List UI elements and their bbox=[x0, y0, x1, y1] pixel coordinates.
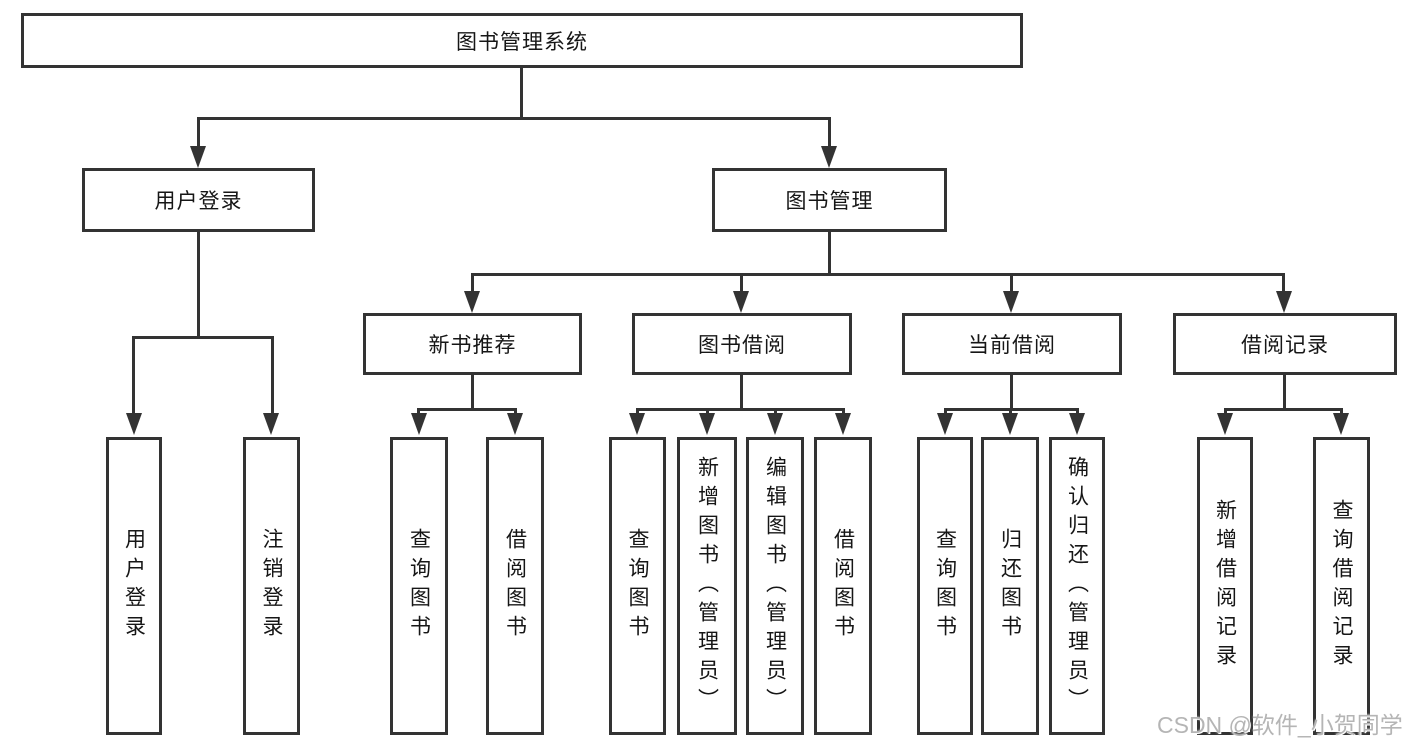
connector-borrow-drop-4 bbox=[842, 408, 845, 416]
node-user-login: 用户登录 bbox=[82, 168, 315, 232]
connector-recommend-drop-2 bbox=[514, 408, 517, 416]
connector-bm-drop-1 bbox=[471, 273, 474, 293]
leaf-user-login: 用户登录 bbox=[106, 437, 162, 735]
leaf-query-books-borrow-label: 查询图书 bbox=[626, 528, 649, 644]
leaf-edit-books-admin: 编辑图书（管理员） bbox=[746, 437, 804, 735]
arrowhead-to-leaf-add-books bbox=[699, 413, 715, 435]
node-book-borrow: 图书借阅 bbox=[632, 313, 852, 375]
node-current-borrow: 当前借阅 bbox=[902, 313, 1122, 375]
leaf-query-borrow-record-label: 查询借阅记录 bbox=[1330, 499, 1353, 673]
node-borrow-records-label: 借阅记录 bbox=[1241, 334, 1329, 357]
connector-bm-drop-4 bbox=[1282, 273, 1285, 293]
connector-bm-drop-3 bbox=[1010, 273, 1013, 293]
leaf-logout-label: 注销登录 bbox=[260, 528, 283, 644]
node-root-label: 图书管理系统 bbox=[456, 30, 588, 54]
arrowhead-to-leaf-logout bbox=[263, 413, 279, 435]
connector-borrow-drop-1 bbox=[636, 408, 639, 416]
connector-bm-drop-2 bbox=[740, 273, 743, 293]
leaf-borrow-books: 借阅图书 bbox=[814, 437, 872, 735]
arrowhead-to-leaf-query-borrow bbox=[629, 413, 645, 435]
leaf-query-books-current-label: 查询图书 bbox=[933, 528, 957, 644]
node-borrow-records: 借阅记录 bbox=[1173, 313, 1397, 375]
connector-book-management-bar bbox=[471, 273, 1285, 276]
connector-current-stem bbox=[1010, 375, 1013, 411]
arrowhead-to-borrow-records bbox=[1276, 291, 1292, 313]
leaf-logout: 注销登录 bbox=[243, 437, 300, 735]
node-user-login-label: 用户登录 bbox=[154, 190, 243, 213]
leaf-user-login-label: 用户登录 bbox=[122, 528, 146, 644]
leaf-query-books-borrow: 查询图书 bbox=[609, 437, 666, 735]
leaf-edit-books-admin-label: 编辑图书（管理员） bbox=[763, 455, 787, 717]
leaf-add-books-admin: 新增图书（管理员） bbox=[677, 437, 737, 735]
leaf-query-books-recommend: 查询图书 bbox=[390, 437, 448, 735]
leaf-query-books-recommend-label: 查询图书 bbox=[407, 528, 431, 644]
arrowhead-to-leaf-user-login bbox=[126, 413, 142, 435]
connector-root-bar bbox=[197, 117, 831, 120]
connector-recommend-drop-1 bbox=[417, 408, 420, 416]
arrowhead-to-book-borrow bbox=[733, 291, 749, 313]
leaf-confirm-return-admin-label: 确认归还（管理员） bbox=[1065, 455, 1089, 717]
connector-user-login-bar bbox=[132, 336, 274, 339]
connector-borrow-drop-3 bbox=[774, 408, 777, 416]
leaf-borrow-books-recommend: 借阅图书 bbox=[486, 437, 544, 735]
connector-recommend-bar bbox=[417, 408, 517, 411]
arrowhead-to-user-login bbox=[190, 146, 206, 168]
leaf-query-borrow-record: 查询借阅记录 bbox=[1313, 437, 1370, 735]
arrowhead-to-leaf-edit-books bbox=[767, 413, 783, 435]
arrowhead-to-book-management bbox=[821, 146, 837, 168]
connector-root-right-drop bbox=[828, 117, 831, 149]
connector-records-drop-1 bbox=[1224, 408, 1227, 416]
leaf-return-books-label: 归还图书 bbox=[998, 528, 1022, 644]
csdn-watermark: CSDN @软件_小贺同学 bbox=[1157, 712, 1403, 738]
arrowhead-to-leaf-query-current bbox=[937, 413, 953, 435]
node-book-borrow-label: 图书借阅 bbox=[698, 334, 786, 357]
connector-user-login-drop-1 bbox=[132, 336, 135, 415]
leaf-return-books: 归还图书 bbox=[981, 437, 1039, 735]
arrowhead-to-leaf-query-recommend bbox=[411, 413, 427, 435]
leaf-confirm-return-admin: 确认归还（管理员） bbox=[1049, 437, 1105, 735]
node-book-management: 图书管理 bbox=[712, 168, 947, 232]
leaf-add-borrow-record-label: 新增借阅记录 bbox=[1213, 499, 1237, 673]
arrowhead-to-leaf-add-record bbox=[1217, 413, 1233, 435]
connector-borrow-stem bbox=[740, 375, 743, 411]
connector-book-management-stem bbox=[828, 232, 831, 276]
connector-current-drop-3 bbox=[1076, 408, 1079, 416]
leaf-add-borrow-record: 新增借阅记录 bbox=[1197, 437, 1253, 735]
arrowhead-to-leaf-query-record bbox=[1333, 413, 1349, 435]
arrowhead-to-leaf-borrow-recommend bbox=[507, 413, 523, 435]
arrowhead-to-current-borrow bbox=[1003, 291, 1019, 313]
node-root: 图书管理系统 bbox=[21, 13, 1023, 68]
connector-borrow-bar bbox=[636, 408, 844, 411]
node-book-management-label: 图书管理 bbox=[785, 190, 874, 213]
arrowhead-to-new-book-recommend bbox=[464, 291, 480, 313]
connector-root-left-drop bbox=[197, 117, 200, 149]
connector-current-drop-2 bbox=[1009, 408, 1012, 416]
connector-borrow-drop-2 bbox=[706, 408, 709, 416]
node-new-book-recommend-label: 新书推荐 bbox=[428, 334, 517, 357]
connector-records-stem bbox=[1283, 375, 1286, 411]
connector-user-login-drop-2 bbox=[271, 336, 274, 415]
leaf-borrow-books-recommend-label: 借阅图书 bbox=[503, 528, 527, 644]
node-current-borrow-label: 当前借阅 bbox=[968, 334, 1056, 357]
connector-root-stem bbox=[520, 68, 523, 119]
connector-recommend-stem bbox=[471, 375, 474, 411]
arrowhead-to-leaf-confirm-return bbox=[1069, 413, 1085, 435]
arrowhead-to-leaf-borrow-books bbox=[835, 413, 851, 435]
leaf-query-books-current: 查询图书 bbox=[917, 437, 973, 735]
leaf-borrow-books-label: 借阅图书 bbox=[831, 528, 855, 644]
connector-user-login-stem bbox=[197, 232, 200, 339]
arrowhead-to-leaf-return-books bbox=[1002, 413, 1018, 435]
leaf-add-books-admin-label: 新增图书（管理员） bbox=[695, 455, 719, 717]
connector-records-bar bbox=[1224, 408, 1343, 411]
node-new-book-recommend: 新书推荐 bbox=[363, 313, 582, 375]
connector-current-drop-1 bbox=[944, 408, 947, 416]
connector-records-drop-2 bbox=[1340, 408, 1343, 416]
